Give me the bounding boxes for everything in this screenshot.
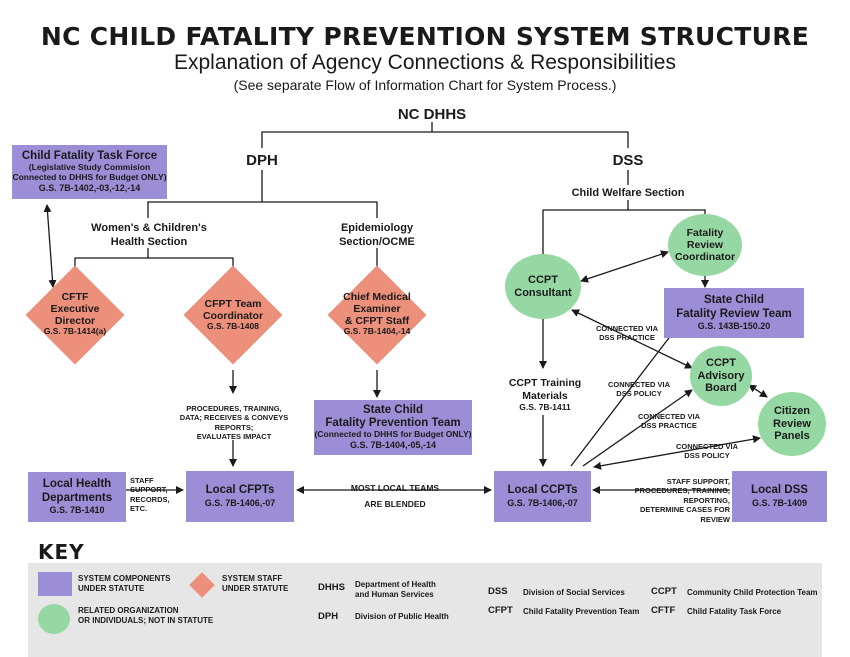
dss-label: DSS [612, 152, 644, 169]
key-abbr-cftf: CFTF [651, 605, 676, 616]
dph-label: DPH [246, 152, 278, 169]
page-note: (See separate Flow of Information Chart … [233, 77, 617, 93]
page-title: NC CHILD FATALITY PREVENTION SYSTEM STRU… [40, 22, 810, 51]
key-abbr-cfpt: CFPT [488, 605, 513, 616]
key-abbr-dph: DPH [318, 611, 339, 622]
state-cfrt-box: State Child Fatality Review Team G.S. 14… [664, 288, 804, 338]
key-def-cfpt: Child Fatality Prevention Team [523, 607, 640, 616]
key-abbr-dss: DSS [488, 586, 508, 597]
training-materials-label: CCPT Training Materials G.S. 7B-1411 [508, 377, 582, 413]
key-def-dss: Division of Social Services [523, 588, 625, 597]
key-def-dph: Division of Public Health [355, 612, 449, 621]
local-health-box: Local Health Departments G.S. 7B-1410 [28, 472, 126, 522]
staff-support-label: STAFF SUPPORT, RECORDS, ETC. [130, 476, 170, 514]
page-subtitle: Explanation of Agency Connections & Resp… [174, 51, 676, 74]
key-def-ccpt: Community Child Protection Team [687, 588, 818, 597]
local-ccpts-box: Local CCPTs G.S. 7B-1406,-07 [494, 471, 591, 522]
key-panel [28, 563, 822, 657]
state-cfpt-box: State Child Fatality Prevention Team (Co… [314, 400, 472, 455]
key-title: KEY [38, 540, 85, 564]
task-force-box: Child Fatality Task Force (Legislative S… [12, 145, 167, 199]
blended-label: MOST LOCAL TEAMS ARE BLENDED [350, 483, 440, 510]
key-abbr-ccpt: CCPT [651, 586, 677, 597]
nc-dhhs-label: NC DHHS [397, 106, 467, 123]
child-welfare-label: Child Welfare Section [571, 187, 685, 199]
dss-support-label: STAFF SUPPORT, PROCEDURES, TRAINING, REP… [634, 477, 730, 524]
key-abbr-dhhs: DHHS [318, 582, 345, 593]
key-green-swatch [38, 604, 70, 634]
cftf-director-label: CFTF Executive Director G.S. 7B-1414(a) [43, 291, 107, 337]
local-dss-box: Local DSS G.S. 7B-1409 [732, 471, 827, 522]
key-purple-swatch [38, 572, 72, 596]
cme-label: Chief Medical Examiner & CFPT Staff G.S.… [343, 291, 411, 337]
cfpt-coordinator-label: CFPT Team Coordinator G.S. 7B-1408 [202, 298, 264, 332]
local-cfpts-box: Local CFPTs G.S. 7B-1406,-07 [186, 471, 294, 522]
key-def-cftf: Child Fatality Task Force [687, 607, 782, 616]
procedures-label: PROCEDURES, TRAINING, DATA; RECEIVES & C… [179, 404, 289, 442]
